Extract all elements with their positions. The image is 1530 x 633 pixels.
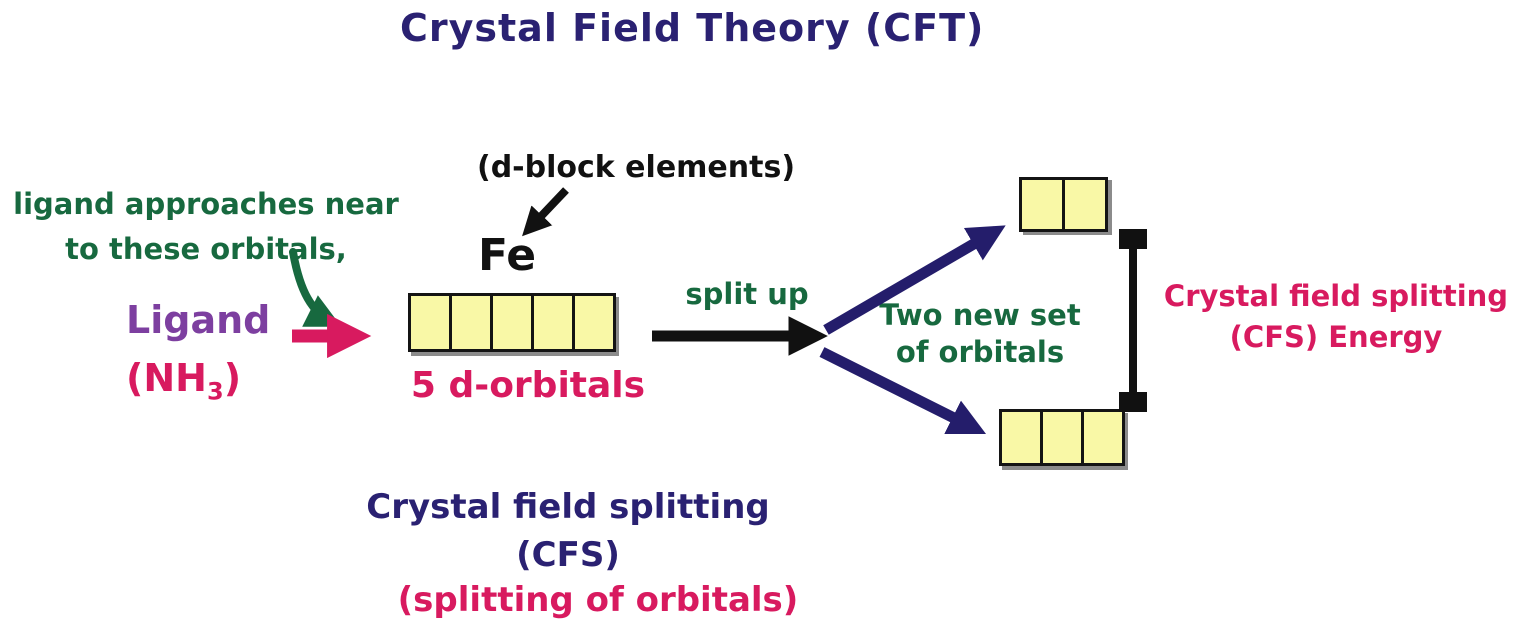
orbital-box: [1022, 180, 1062, 229]
orbital-box: [534, 296, 572, 349]
upper-orbital-set-boxes: [1019, 177, 1108, 232]
two-new-set-label: Two new set of orbitals: [852, 297, 1108, 371]
ligand-approach-note-line1: ligand approaches near: [13, 187, 399, 221]
cfs-caption-line2: (CFS): [516, 535, 620, 575]
split-up-label: split up: [685, 277, 809, 311]
formula-subscript: 3: [206, 377, 224, 406]
ligand-label: Ligand: [126, 298, 271, 342]
ligand-formula: (NH3): [126, 356, 241, 406]
splitting-of-orbitals-note: (splitting of orbitals): [397, 580, 799, 620]
dblock-elements-label: (d-block elements): [477, 150, 796, 185]
five-d-orbitals-label: 5 d-orbitals: [410, 365, 646, 406]
orbital-box: [452, 296, 490, 349]
cfs-energy-line2: (CFS) Energy: [1229, 320, 1443, 354]
cfs-energy-label: Crystal field splitting (CFS) Energy: [1140, 276, 1530, 358]
formula-pre: (NH: [126, 356, 207, 400]
orbital-box: [493, 296, 531, 349]
cfs-energy-line1: Crystal field splitting: [1163, 279, 1509, 313]
formula-post: ): [223, 356, 242, 400]
five-d-orbitals-boxes: [408, 293, 616, 352]
dblock-to-fe-arrow: [522, 187, 569, 237]
orbital-box: [575, 296, 613, 349]
two-new-set-line1: Two new set: [879, 298, 1081, 332]
orbital-box: [1002, 412, 1040, 463]
orbital-box: [1043, 412, 1081, 463]
cfs-caption-line1: Crystal field splitting: [366, 487, 770, 527]
energy-gap-top-endcap: [1119, 229, 1147, 249]
lower-orbital-set-boxes: [999, 409, 1125, 466]
orbital-box: [1084, 412, 1122, 463]
two-new-set-line2: of orbitals: [895, 335, 1065, 369]
element-symbol: Fe: [478, 230, 537, 281]
orbital-box: [1065, 180, 1105, 229]
orbital-box: [411, 296, 449, 349]
ligand-approach-note: ligand approaches near to these orbitals…: [0, 182, 412, 272]
diagram-title: Crystal Field Theory (CFT): [400, 6, 985, 50]
cfs-caption: Crystal field splitting (CFS): [330, 483, 806, 579]
ligand-approach-note-line2: to these orbitals,: [65, 232, 347, 266]
